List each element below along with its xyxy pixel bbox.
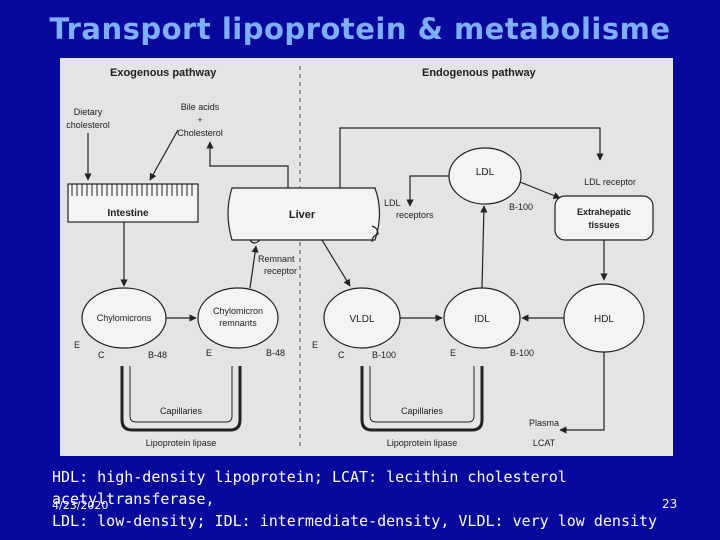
idl-apo-e: E — [450, 348, 456, 358]
ldl-receptors-label-2: receptors — [396, 210, 434, 220]
ldl-label: LDL — [476, 167, 495, 178]
endo-lipase-label: Lipoprotein lipase — [387, 438, 458, 448]
endogenous-header: Endogenous pathway — [422, 67, 537, 79]
arrow-plasma-lcat — [559, 352, 605, 434]
hdl-label: HDL — [594, 314, 614, 325]
idl-apo-b100: B-100 — [510, 348, 534, 358]
liver-label: Liver — [289, 209, 316, 221]
extrahepatic-label-1: Extrahepatic — [577, 207, 631, 217]
remnant-receptor-label-2: receptor — [264, 266, 297, 276]
remnant-apo-b48: B-48 — [266, 348, 285, 358]
vldl-apo-e: E — [312, 340, 318, 350]
arrow-liver-to-bile — [206, 141, 289, 188]
vldl-label: VLDL — [349, 314, 374, 325]
intestine-villi — [71, 184, 193, 196]
endo-capillary-inner — [369, 366, 475, 423]
exo-capillary-loop — [120, 366, 242, 432]
liver-shape — [227, 187, 381, 241]
arrow-remnants-to-liver — [249, 245, 259, 289]
chylo-remnants-label-2: remnants — [219, 318, 257, 328]
vldl-apo-b100: B-100 — [372, 350, 396, 360]
diagram-canvas: Exogenous pathway Endogenous pathway Die… — [66, 66, 654, 450]
arrow-liver-to-vldl — [321, 239, 351, 287]
dietary-label-2: cholesterol — [66, 120, 110, 130]
ldl-b100-label: B-100 — [509, 202, 533, 212]
exo-lipase-label: Lipoprotein lipase — [146, 438, 217, 448]
bile-label-1: Bile acids — [181, 102, 220, 112]
arrow-bile-to-intestine — [149, 129, 179, 181]
extrahepatic-label-2: tissues — [588, 220, 619, 230]
endo-capillary-loop — [360, 366, 484, 432]
remnant-receptor-label-1: Remnant — [258, 254, 295, 264]
intestine-label: Intestine — [107, 208, 149, 219]
remnant-apo-e: E — [206, 348, 212, 358]
bile-label-2: Cholesterol — [177, 128, 223, 138]
ldl-receptor-notch — [371, 225, 379, 243]
lcat-label: LCAT — [533, 438, 556, 448]
arrow-idl-to-ldl — [480, 205, 488, 289]
slide-caption: HDL: high-density lipoprotein; LCAT: lec… — [52, 466, 712, 532]
ldl-receptor-label: LDL receptor — [584, 177, 636, 187]
chylomicrons-label: Chylomicrons — [97, 313, 152, 323]
lipoprotein-diagram: Exogenous pathway Endogenous pathway Die… — [60, 58, 673, 456]
dietary-label-1: Dietary — [74, 107, 103, 117]
slide-title: Transport lipoprotein & metabolisme — [49, 12, 671, 46]
arrow-top-loop — [339, 127, 604, 188]
ldl-receptors-label-1: LDL — [384, 198, 401, 208]
endo-capillaries-label: Capillaries — [401, 406, 444, 416]
caption-line-2: LDL: low-density; IDL: intermediate-dens… — [52, 512, 658, 530]
plasma-label: Plasma — [529, 418, 559, 428]
slide-date: 4/23/2020 — [52, 499, 109, 512]
intestine-box — [67, 183, 199, 223]
vldl-apo-c: C — [338, 350, 345, 360]
exogenous-header: Exogenous pathway — [110, 67, 217, 79]
remnant-receptor-notch — [249, 239, 261, 244]
caption-line-1: HDL: high-density lipoprotein; LCAT: lec… — [52, 468, 567, 508]
exo-capillaries-label: Capillaries — [160, 406, 203, 416]
chylo-apo-e: E — [74, 340, 80, 350]
arrow-ldl-to-extrahepatic — [519, 181, 561, 199]
bile-plus: + — [197, 115, 202, 125]
arrow-ldl-to-liver — [406, 175, 449, 207]
slide-page-number: 23 — [662, 497, 678, 511]
chylo-remnants-particle — [197, 287, 279, 349]
idl-label: IDL — [474, 314, 490, 325]
chylo-remnants-label-1: Chylomicron — [213, 306, 263, 316]
chylo-apo-b48: B-48 — [148, 350, 167, 360]
chylo-apo-c: C — [98, 350, 105, 360]
exo-capillary-inner — [129, 366, 233, 423]
extrahepatic-box — [554, 195, 654, 241]
